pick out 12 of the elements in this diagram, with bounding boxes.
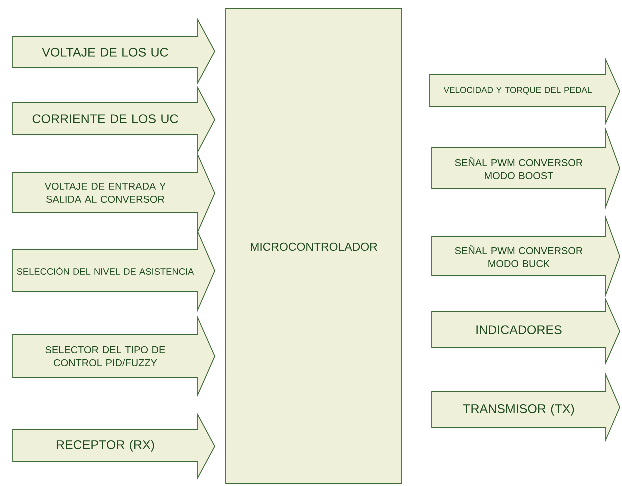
- signal-box: INDICADORES: [432, 298, 620, 366]
- signal-box: RECEPTOR (RX): [12, 413, 216, 480]
- signal-box: SELECCIÓN DEL NIVEL DE ASISTENCIA: [12, 230, 216, 312]
- signal-box: SEÑAL PWM CONVERSOR MODO BOOST: [432, 127, 620, 210]
- signal-box: CORRIENTE DE LOS UC: [12, 86, 216, 154]
- signal-box: VOLTAJE DE ENTRADA Y SALIDA AL CONVERSOR: [12, 152, 216, 234]
- signal-box: VELOCIDAD Y TORQUE DEL PEDAL: [430, 58, 620, 126]
- signal-box: SELECTOR DEL TIPO DE CONTROL PID/FUZZY: [12, 316, 216, 398]
- signal-box: TRANSMISOR (TX): [432, 372, 620, 442]
- signal-box: VOLTAJE DE LOS UC: [12, 18, 216, 85]
- signal-box: SEÑAL PWM CONVERSOR MODO BUCK: [432, 215, 620, 298]
- controller-box: MICROCONTROLADOR: [226, 8, 402, 484]
